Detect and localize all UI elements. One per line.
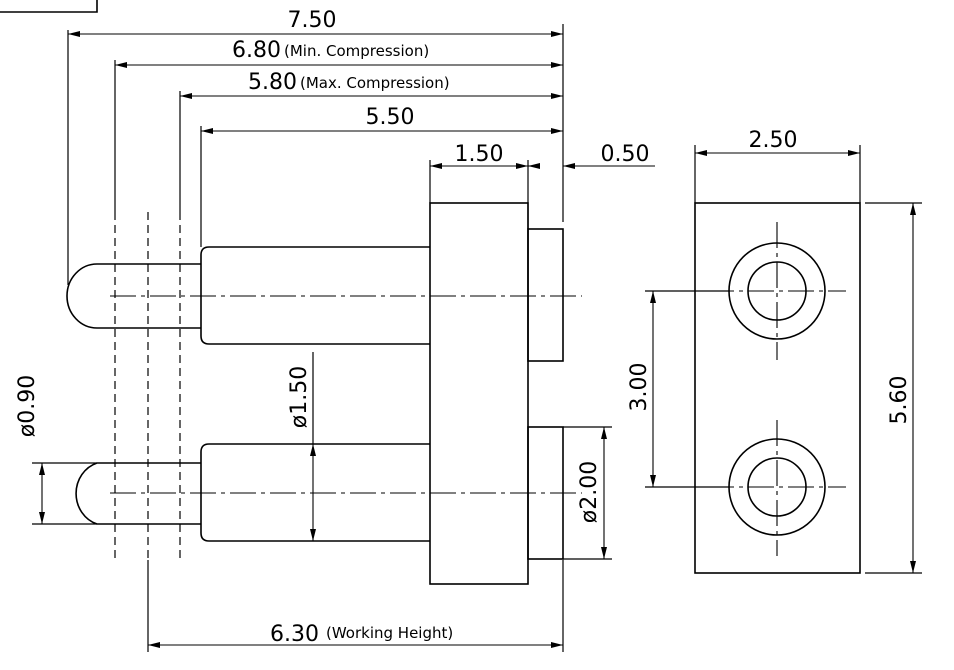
end-view-block xyxy=(694,202,861,574)
dim-min-compression-note: (Min. Compression) xyxy=(284,42,429,60)
dim-working-height-note: (Working Height) xyxy=(326,624,453,642)
dim-overall-length: 7.50 xyxy=(288,8,337,33)
dim-tail-length: 0.50 xyxy=(601,142,650,167)
dim-plunger-diameter: ø0.90 xyxy=(15,375,40,437)
flange xyxy=(429,202,529,585)
side-view-dimensions: 7.50 6.80 (Min. Compression) 5.80 (Max. … xyxy=(15,8,655,652)
dim-block-width: 2.50 xyxy=(749,128,798,153)
dim-body-length: 5.50 xyxy=(366,105,415,130)
title-block-corner xyxy=(0,0,98,13)
end-view xyxy=(694,202,861,574)
dim-block-height: 5.60 xyxy=(887,376,912,425)
dim-pin-pitch: 3.00 xyxy=(627,363,652,412)
dim-min-compression: 6.80 xyxy=(232,38,281,63)
dim-tail-diameter: ø2.00 xyxy=(577,461,602,523)
dim-flange-thickness: 1.50 xyxy=(455,142,504,167)
dim-max-compression-note: (Max. Compression) xyxy=(300,74,450,92)
dim-barrel-diameter: ø1.50 xyxy=(287,366,312,428)
side-view xyxy=(66,202,582,585)
dim-max-compression: 5.80 xyxy=(248,70,297,95)
dim-working-height: 6.30 xyxy=(270,622,319,647)
upper-tail xyxy=(527,228,564,362)
upper-plunger xyxy=(66,263,201,329)
end-view-dimensions: 2.50 3.00 5.60 xyxy=(627,128,922,574)
lower-plunger xyxy=(75,462,201,525)
